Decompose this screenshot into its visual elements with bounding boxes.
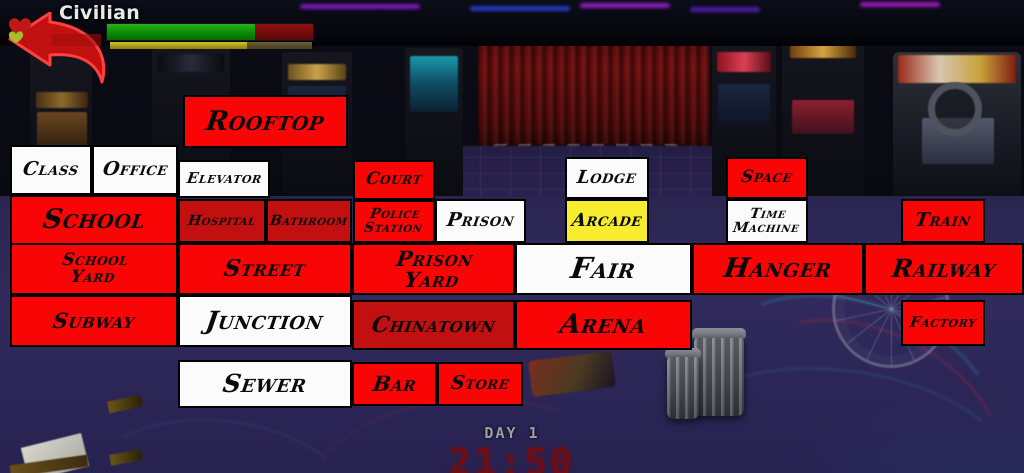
steering-wheel [928, 82, 982, 136]
map-tile-label: Bar [370, 371, 419, 397]
map-tile-label: Office [101, 158, 170, 181]
map-tile-time-machine[interactable]: Time Machine [726, 199, 808, 243]
day-counter: DAY 1 [484, 424, 540, 442]
map-tile-fair[interactable]: Fair [515, 243, 692, 295]
map-tile-label: Prison Yard [395, 245, 476, 292]
map-tile-arcade[interactable]: Arcade [565, 199, 649, 243]
map-tile-factory[interactable]: Factory [901, 300, 985, 346]
map-tile-school[interactable]: School [10, 195, 178, 245]
health-bar [106, 23, 314, 41]
map-tile-hanger[interactable]: Hanger [692, 243, 864, 295]
map-tile-label: Elevator [185, 169, 263, 188]
trash-can-lid [692, 328, 746, 340]
game-clock: DAY 1 21:50 [0, 424, 1024, 473]
health-bar-empty [255, 24, 313, 40]
clock-time: 21:50 [448, 441, 576, 473]
map-tile-court[interactable]: Court [353, 160, 435, 200]
map-tile-label: Hanger [721, 253, 835, 285]
neon-strip [580, 3, 670, 8]
map-tile-label: Arena [558, 309, 649, 341]
trash-can [667, 357, 699, 419]
map-tile-label: Arcade [570, 209, 644, 231]
stamina-bar-empty [247, 42, 312, 49]
map-tile-label: Court [364, 169, 424, 190]
map-tile-label: Subway [51, 308, 137, 334]
trash-can-lid [665, 348, 701, 359]
cabinet-marquee [288, 64, 346, 80]
map-tile-class[interactable]: Class [10, 145, 92, 195]
map-tile-label: Prison [445, 209, 516, 232]
map-tile-label: School Yard [60, 249, 130, 287]
map-tile-rooftop[interactable]: Rooftop [183, 95, 348, 148]
neon-strip [690, 7, 760, 12]
cabinet-marquee [717, 52, 771, 72]
map-tile-police-station[interactable]: Police Station [353, 200, 435, 243]
health-bar-fill [107, 24, 256, 40]
map-tile-label: School [40, 204, 148, 236]
map-tile-label: Police Station [362, 206, 424, 237]
map-tile-space[interactable]: Space [726, 157, 808, 199]
map-tile-label: Fair [568, 251, 639, 286]
stamina-bar-fill [110, 42, 248, 49]
stage-curtain [478, 28, 710, 156]
map-tile-prison-yard[interactable]: Prison Yard [352, 243, 515, 295]
map-tile-bathroom[interactable]: Bathroom [266, 199, 352, 243]
map-tile-elevator[interactable]: Elevator [178, 160, 270, 198]
cabinet-screen [792, 100, 854, 134]
map-tile-train[interactable]: Train [901, 199, 985, 243]
map-tile-sewer[interactable]: Sewer [178, 360, 352, 408]
map-tile-label: Bathroom [269, 212, 349, 229]
hud: Civilian [0, 0, 1024, 84]
map-tile-label: Street [222, 255, 308, 283]
cabinet-marquee [410, 56, 458, 112]
map-tile-label: Class [21, 158, 81, 181]
stamina-bar [110, 42, 312, 49]
map-tile-label: Lodge [575, 166, 639, 188]
hearts-icon [8, 18, 32, 43]
out-run-marquee [898, 55, 1016, 83]
map-tile-label: Junction [204, 306, 326, 336]
character-name-label: Civilian [59, 2, 141, 24]
map-tile-store[interactable]: Store [437, 362, 523, 406]
map-tile-label: Chinatown [369, 311, 498, 338]
map-tile-lodge[interactable]: Lodge [565, 157, 649, 199]
map-tile-prison[interactable]: Prison [435, 199, 526, 243]
map-tile-junction[interactable]: Junction [178, 295, 352, 347]
map-tile-label: Factory [908, 313, 978, 332]
map-tile-street[interactable]: Street [178, 243, 352, 295]
map-tile-label: Store [449, 372, 511, 395]
map-tile-subway[interactable]: Subway [10, 295, 178, 347]
map-tile-label: Space [739, 167, 795, 188]
map-tile-railway[interactable]: Railway [864, 243, 1024, 295]
trash-can [694, 338, 744, 416]
map-tile-chinatown[interactable]: Chinatown [352, 300, 515, 350]
map-tile-bar[interactable]: Bar [352, 362, 437, 406]
map-tile-label: Railway [890, 254, 998, 284]
map-tile-arena[interactable]: Arena [515, 300, 692, 350]
cabinet-marquee [36, 92, 88, 108]
back-arrow-icon[interactable] [6, 11, 136, 90]
map-tile-hospital[interactable]: Hospital [178, 199, 266, 243]
neon-strip [470, 6, 570, 11]
map-tile-label: Hospital [186, 212, 258, 229]
map-tile-label: Sewer [221, 369, 309, 399]
map-tile-school-yard[interactable]: School Yard [10, 243, 178, 295]
cabinet-screen [718, 84, 770, 126]
map-tile-label: Rooftop [204, 105, 327, 137]
neon-strip [860, 2, 940, 7]
map-tile-label: Time Machine [731, 205, 801, 236]
neon-strip [300, 4, 420, 9]
map-tile-office[interactable]: Office [92, 145, 178, 195]
map-tile-label: Train [913, 209, 973, 232]
cabinet-marquee-tron [158, 54, 224, 72]
